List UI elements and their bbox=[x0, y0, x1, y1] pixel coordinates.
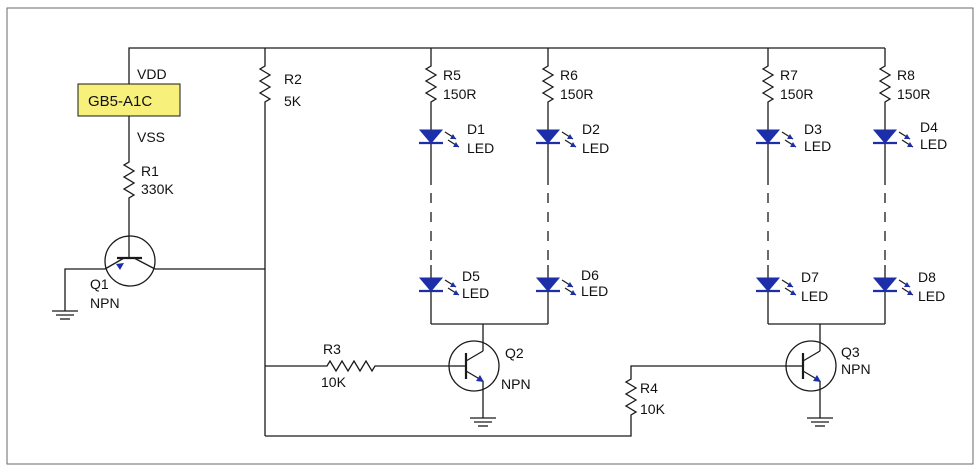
r1-ref: R1 bbox=[141, 163, 159, 179]
resistor-r1: R1 330K bbox=[123, 157, 174, 203]
r2-value: 5K bbox=[284, 93, 302, 109]
q1-ref: Q1 bbox=[90, 276, 109, 292]
resistor-r4: R4 10K bbox=[625, 374, 666, 420]
r8-value: 150R bbox=[897, 86, 930, 102]
d3-type: LED bbox=[804, 138, 831, 154]
wiring bbox=[64, 47, 886, 437]
q3-ref: Q3 bbox=[841, 344, 860, 360]
r5-ref: R5 bbox=[443, 67, 461, 83]
ic-vdd-label: VDD bbox=[137, 66, 167, 82]
q2-ref: Q2 bbox=[505, 345, 524, 361]
r3-value: 10K bbox=[321, 374, 347, 390]
d1-ref: D1 bbox=[467, 121, 485, 137]
ground-symbol bbox=[469, 417, 497, 427]
r8-ref: R8 bbox=[897, 67, 915, 83]
transistor-q2: Q2 NPN bbox=[448, 340, 531, 392]
q1-type: NPN bbox=[90, 295, 120, 311]
d6-ref: D6 bbox=[581, 267, 599, 283]
d7-ref: D7 bbox=[801, 269, 819, 285]
d2-ref: D2 bbox=[582, 121, 600, 137]
ground-symbol bbox=[806, 417, 834, 427]
d6-type: LED bbox=[581, 283, 608, 299]
resistor-r7: R7 150R bbox=[762, 61, 813, 107]
q3-type: NPN bbox=[841, 361, 871, 377]
diagram-frame bbox=[6, 7, 974, 465]
led-d6: D6 LED bbox=[534, 267, 608, 299]
d4-ref: D4 bbox=[920, 119, 938, 135]
resistor-r5: R5 150R bbox=[425, 61, 476, 107]
ic-chip bbox=[77, 83, 181, 117]
r2-ref: R2 bbox=[284, 71, 302, 87]
led-d8: D8 LED bbox=[871, 269, 945, 304]
r7-value: 150R bbox=[780, 86, 813, 102]
resistor-r6: R6 150R bbox=[542, 61, 593, 107]
led-d5: D5 LED bbox=[417, 268, 489, 301]
ground-symbol bbox=[51, 310, 79, 320]
resistor-r8: R8 150R bbox=[879, 61, 930, 107]
r3-ref: R3 bbox=[323, 341, 341, 357]
transistor-q1: Q1 NPN bbox=[90, 235, 156, 311]
resistor-r3: R3 10K bbox=[321, 341, 380, 390]
d5-ref: D5 bbox=[462, 268, 480, 284]
r6-ref: R6 bbox=[560, 67, 578, 83]
q2-type: NPN bbox=[501, 376, 531, 392]
ic-name-label: GB5-A1C bbox=[88, 93, 152, 110]
r1-value: 330K bbox=[141, 181, 174, 197]
d2-type: LED bbox=[582, 140, 609, 156]
d1-type: LED bbox=[467, 140, 494, 156]
d8-type: LED bbox=[918, 288, 945, 304]
d4-type: LED bbox=[920, 136, 947, 152]
resistor-r2: R2 5K bbox=[259, 61, 302, 109]
led-d7: D7 LED bbox=[754, 269, 828, 304]
r6-value: 150R bbox=[560, 86, 593, 102]
r5-value: 150R bbox=[443, 86, 476, 102]
led-d4: D4 LED bbox=[871, 119, 947, 152]
led-d2: D2 LED bbox=[534, 121, 609, 156]
d7-type: LED bbox=[801, 288, 828, 304]
d8-ref: D8 bbox=[918, 269, 936, 285]
r4-value: 10K bbox=[640, 401, 666, 417]
ic-vss-label: VSS bbox=[137, 129, 165, 145]
r4-ref: R4 bbox=[640, 380, 658, 396]
d5-type: LED bbox=[462, 285, 489, 301]
led-d3: D3 LED bbox=[754, 121, 831, 154]
transistor-q3: Q3 NPN bbox=[785, 340, 871, 392]
led-d1: D1 LED bbox=[417, 121, 494, 156]
d3-ref: D3 bbox=[804, 121, 822, 137]
r7-ref: R7 bbox=[780, 67, 798, 83]
